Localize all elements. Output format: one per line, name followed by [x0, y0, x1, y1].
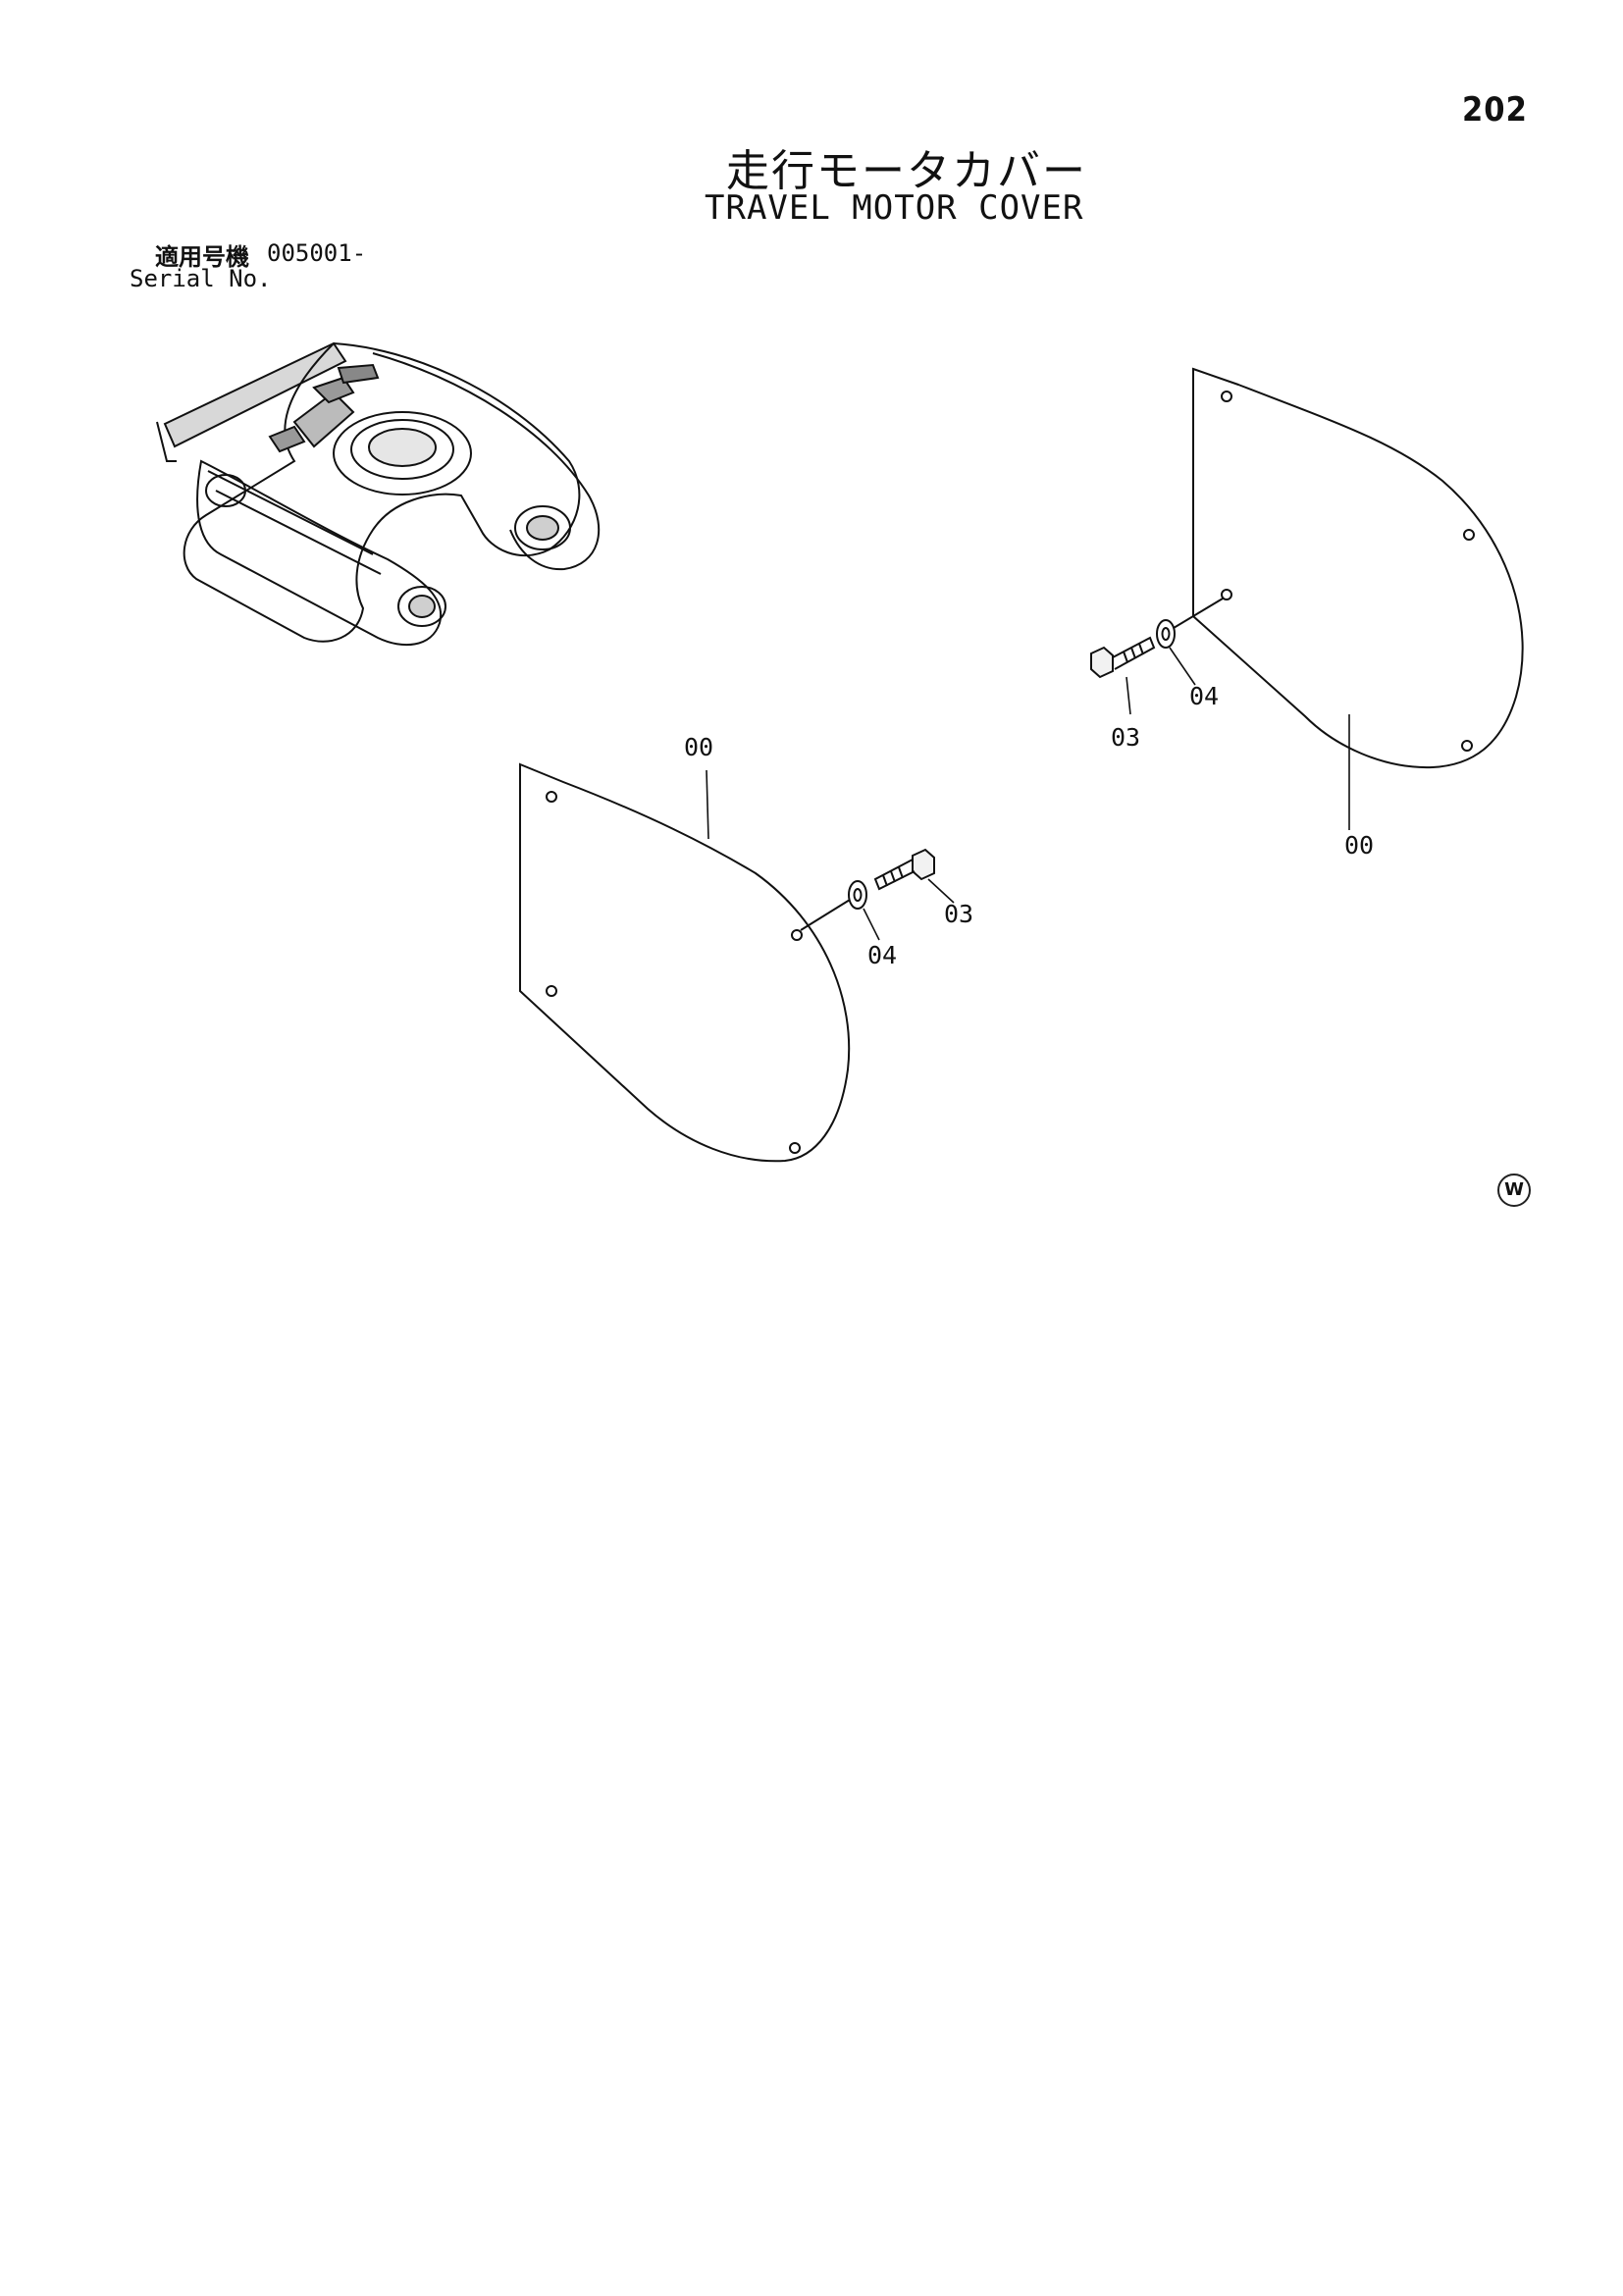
serial-label-english: Serial No. — [130, 265, 272, 292]
callout-left-cover: 00 — [684, 733, 713, 761]
bolt-part — [873, 848, 935, 891]
travel-motor-cover-part — [1192, 367, 1524, 769]
page-title-japanese: 走行モータカバー — [726, 146, 1087, 196]
page-number: 202 — [1462, 90, 1528, 130]
callout-left-bolt: 03 — [944, 900, 973, 928]
travel-motor-cover-part — [519, 762, 851, 1163]
callout-left-washer: 04 — [867, 941, 897, 969]
page-title-english: TRAVEL MOTOR COVER — [705, 188, 1084, 228]
washer-part — [1156, 598, 1224, 649]
circled-letter-mark: W — [1497, 1174, 1531, 1207]
bolt-part — [1090, 636, 1156, 679]
leader-lines — [706, 647, 1350, 941]
callout-right-washer: 04 — [1189, 682, 1219, 710]
callout-right-cover: 00 — [1344, 831, 1374, 860]
washer-part — [800, 880, 867, 931]
callout-right-bolt: 03 — [1111, 723, 1140, 752]
serial-number-value: 005001- — [267, 239, 367, 267]
serial-label-japanese: 適用号機 — [155, 243, 249, 271]
machine-overview-illustration — [156, 341, 601, 647]
